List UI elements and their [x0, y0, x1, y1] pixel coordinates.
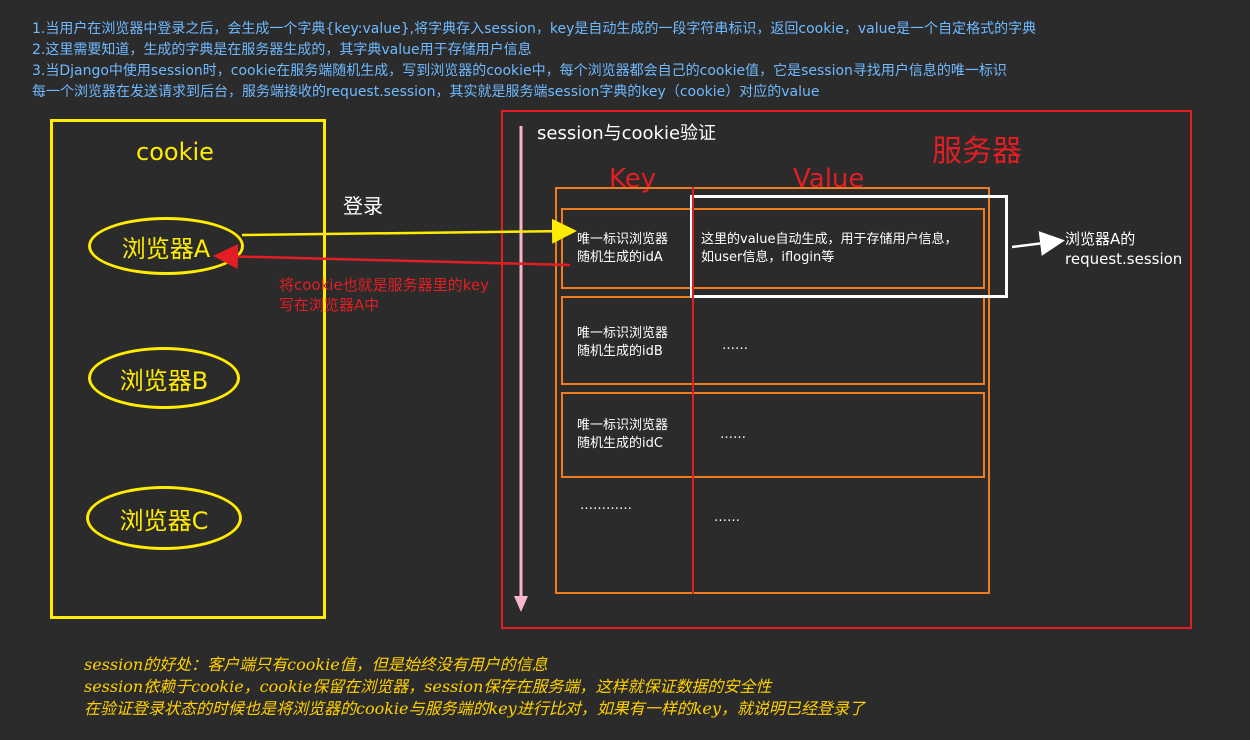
browser-c-ellipse: 浏览器C	[86, 486, 242, 550]
note-line-4: 每一个浏览器在发送请求到后台，服务端接收的request.session，其实就…	[32, 84, 820, 100]
server-box	[501, 110, 1192, 629]
bottom-note-2: session依赖于cookie，cookie保留在浏览器，session保存在…	[84, 677, 772, 696]
value-header: Value	[793, 164, 865, 194]
login-arrow	[241, 218, 577, 244]
row-a-value-line-2: 如user信息，iflogin等	[701, 250, 835, 265]
row-d-value: ……	[714, 510, 740, 525]
cookie-box	[50, 119, 326, 619]
row-b-key-line-2: 随机生成的idB	[577, 344, 663, 359]
session-flow-arrowhead	[514, 596, 528, 612]
row-a-value: 这里的value自动生成，用于存储用户信息， 如user信息，iflogin等	[701, 231, 958, 267]
note-line-2: 2.这里需要知道，生成的字典是在服务器生成的，其字典value用于存储用户信息	[32, 42, 532, 58]
session-row-c	[561, 392, 985, 478]
request-session-label-line-2: request.session	[1065, 250, 1183, 268]
session-cookie-title: session与cookie验证	[537, 123, 717, 144]
key-header: Key	[609, 164, 657, 194]
row-a-key: 唯一标识浏览器 随机生成的idA	[577, 231, 668, 267]
row-c-key: 唯一标识浏览器 随机生成的idC	[577, 417, 668, 453]
write-back-arrow	[213, 244, 571, 270]
highlight-value-box	[690, 195, 1008, 298]
row-c-key-line-2: 随机生成的idC	[577, 436, 663, 451]
request-session-label-line-1: 浏览器A的	[1065, 230, 1136, 248]
row-a-key-line-1: 唯一标识浏览器	[577, 232, 669, 247]
cookie-title: cookie	[136, 138, 214, 166]
note-line-3: 3.当Django中使用session时，cookie在服务端随机生成，写到浏览…	[32, 63, 1007, 79]
browser-a-ellipse: 浏览器A	[88, 217, 244, 275]
browser-b-ellipse: 浏览器B	[88, 347, 240, 409]
session-row-a	[561, 208, 985, 289]
row-c-key-line-1: 唯一标识浏览器	[577, 418, 669, 433]
write-back-label-line-2: 写在浏览器A中	[279, 296, 380, 314]
session-table	[555, 187, 990, 594]
row-d-key: …………	[580, 498, 632, 513]
row-b-value: ……	[722, 338, 748, 353]
server-title: 服务器	[932, 134, 1022, 169]
write-back-label: 将cookie也就是服务器里的key 写在浏览器A中	[279, 275, 489, 315]
bottom-note-3: 在验证登录状态的时候也是将浏览器的cookie与服务端的key进行比对，如果有一…	[84, 699, 865, 718]
row-a-key-line-2: 随机生成的idA	[577, 250, 663, 265]
request-session-label: 浏览器A的 request.session	[1065, 229, 1182, 269]
row-a-value-line-1: 这里的value自动生成，用于存储用户信息，	[701, 232, 958, 247]
note-line-1: 1.当用户在浏览器中登录之后，会生成一个字典{key:value},将字典存入s…	[32, 21, 1037, 37]
row-b-key: 唯一标识浏览器 随机生成的idB	[577, 325, 668, 361]
login-label: 登录	[343, 194, 383, 218]
request-session-arrow	[1011, 231, 1065, 256]
row-c-value: ……	[720, 427, 746, 442]
row-b-key-line-1: 唯一标识浏览器	[577, 326, 669, 341]
bottom-note-1: session的好处：客户端只有cookie值，但是始终没有用户的信息	[84, 655, 548, 674]
write-back-label-line-1: 将cookie也就是服务器里的key	[279, 276, 489, 294]
